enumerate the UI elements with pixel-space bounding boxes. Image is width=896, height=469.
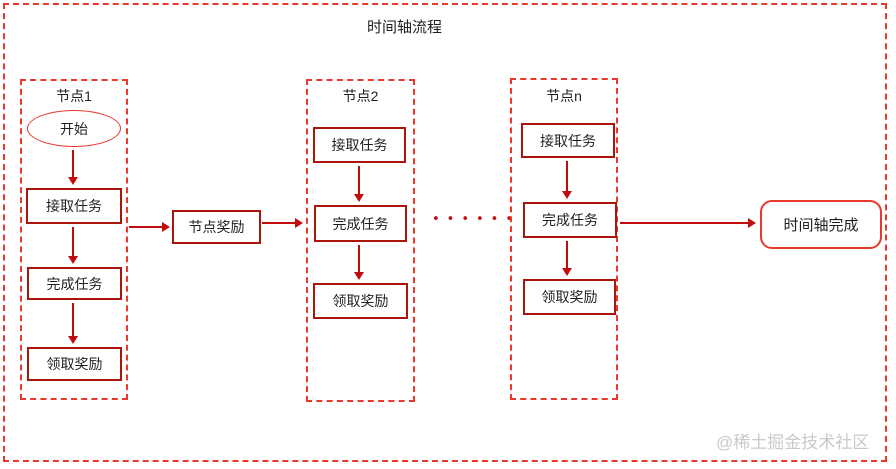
node-1-step-complete-task: 完成任务 [27, 267, 122, 300]
timeline-complete-box: 时间轴完成 [760, 200, 882, 249]
node-2-step-complete-task: 完成任务 [314, 205, 407, 242]
node-n-frame [510, 78, 618, 400]
arrow-down-icon [562, 241, 572, 276]
node-n-step-accept-task: 接取任务 [521, 123, 615, 158]
diagram-title: 时间轴流程 [367, 19, 443, 36]
node-1-step-accept-task: 接取任务 [26, 188, 122, 224]
node-2-frame [306, 79, 415, 402]
arrow-right-icon [620, 218, 756, 228]
arrow-down-icon [354, 245, 364, 280]
node-1-label: 节点1 [56, 88, 92, 104]
node-reward-box: 节点奖励 [172, 210, 261, 244]
node-2-label: 节点2 [342, 88, 379, 104]
arrow-down-icon [354, 166, 364, 202]
node-1-step-claim-reward: 领取奖励 [27, 347, 122, 381]
arrow-down-icon [68, 303, 78, 344]
node-n-label: 节点n [546, 88, 582, 104]
node-2-step-accept-task: 接取任务 [313, 127, 406, 163]
start-ellipse: 开始 [27, 110, 121, 147]
arrow-right-icon [262, 218, 303, 228]
node-n-step-claim-reward: 领取奖励 [523, 279, 616, 315]
arrow-down-icon [562, 161, 572, 199]
node-n-step-complete-task: 完成任务 [523, 202, 617, 238]
arrow-down-icon [68, 150, 78, 185]
arrow-down-icon [68, 227, 78, 264]
outer-dashed-frame [3, 3, 887, 462]
node-1-frame [20, 79, 128, 400]
arrow-right-icon [129, 222, 170, 232]
node-2-step-claim-reward: 领取奖励 [313, 283, 408, 319]
watermark: @稀土掘金技术社区 [716, 433, 870, 452]
ellipsis-dots: •••••• [432, 212, 521, 227]
